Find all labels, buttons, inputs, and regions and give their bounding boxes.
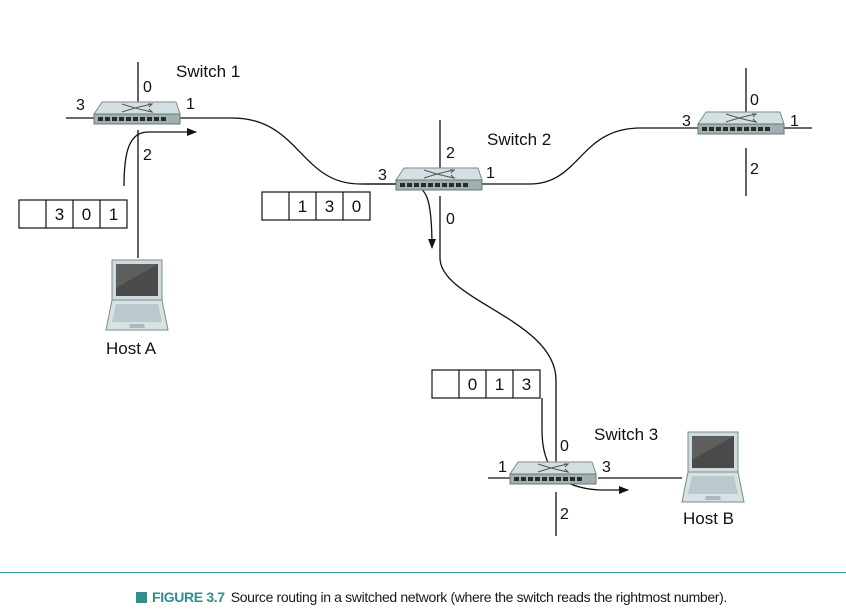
- route-arrows: [123, 128, 629, 494]
- header-box-2: 1 3 0: [261, 191, 371, 221]
- route-arrow-1: [123, 128, 197, 187]
- switch-3-port-2: 2: [560, 506, 569, 523]
- header-box-3: 0 1 3: [431, 369, 541, 399]
- header-2-cell-2: 3: [325, 197, 334, 216]
- caption-divider: [0, 572, 846, 573]
- header-box-1: 3 0 1: [18, 199, 128, 229]
- switch-1-device: [93, 101, 181, 125]
- header-2-cell-3: 0: [352, 197, 361, 216]
- switch-4-port-3: 3: [682, 113, 691, 130]
- host-a[interactable]: Host A: [105, 259, 169, 358]
- laptop-icon: [681, 431, 745, 503]
- links: [66, 62, 812, 536]
- switch-2-label: Switch 2: [487, 130, 551, 149]
- switch-3-label: Switch 3: [594, 425, 658, 444]
- route-arrow-2: [409, 185, 436, 249]
- switch-3-device: [509, 461, 597, 485]
- header-1-cell-2: 0: [82, 205, 91, 224]
- header-3-cell-3: 3: [522, 375, 531, 394]
- switch-2-device: [395, 167, 483, 191]
- host-a-label: Host A: [106, 339, 157, 358]
- header-1-cell-1: 3: [55, 205, 64, 224]
- header-2-cell-1: 1: [298, 197, 307, 216]
- switch-2-port-1: 1: [486, 165, 495, 182]
- link-s2-s3: [439, 196, 557, 462]
- link-s1-s2: [178, 117, 398, 185]
- switch-1-port-0: 0: [143, 79, 152, 96]
- switch-4-port-2: 2: [750, 161, 759, 178]
- caption-text: Source routing in a switched network (wh…: [230, 589, 728, 605]
- switch-1-port-3: 3: [76, 97, 85, 114]
- switch-3-port-0: 0: [560, 438, 569, 455]
- header-3-cell-2: 1: [495, 375, 504, 394]
- switch-1-port-2: 2: [143, 147, 152, 164]
- switch-3[interactable]: Switch 3 0 1 2 3: [498, 425, 658, 523]
- laptop-icon: [105, 259, 169, 331]
- switch-4-device: [697, 111, 785, 135]
- switch-4-port-1: 1: [790, 113, 799, 130]
- switch-2-port-3: 3: [378, 167, 387, 184]
- switch-3-port-1: 1: [498, 459, 507, 476]
- figure-caption: FIGURE 3.7 Source routing in a switched n…: [136, 589, 841, 611]
- host-b-label: Host B: [683, 509, 734, 528]
- switch-4-port-0: 0: [750, 92, 759, 109]
- switch-2[interactable]: Switch 2 0 1 2 3: [378, 130, 551, 228]
- switch-1[interactable]: Switch 1 0 1 2 3: [76, 62, 240, 164]
- switch-1-label: Switch 1: [176, 62, 240, 81]
- switch-2-port-2: 2: [446, 145, 455, 162]
- header-3-cell-1: 0: [468, 375, 477, 394]
- switch-3-port-3: 3: [602, 459, 611, 476]
- link-s2-s4: [480, 127, 700, 185]
- switch-2-port-0: 0: [446, 211, 455, 228]
- host-b[interactable]: Host B: [681, 431, 745, 528]
- switch-1-port-1: 1: [186, 96, 195, 113]
- caption-square-icon: [136, 592, 147, 603]
- caption-label: FIGURE 3.7: [152, 589, 225, 605]
- header-1-cell-3: 1: [109, 205, 118, 224]
- switch-4[interactable]: 0 1 2 3: [682, 92, 799, 178]
